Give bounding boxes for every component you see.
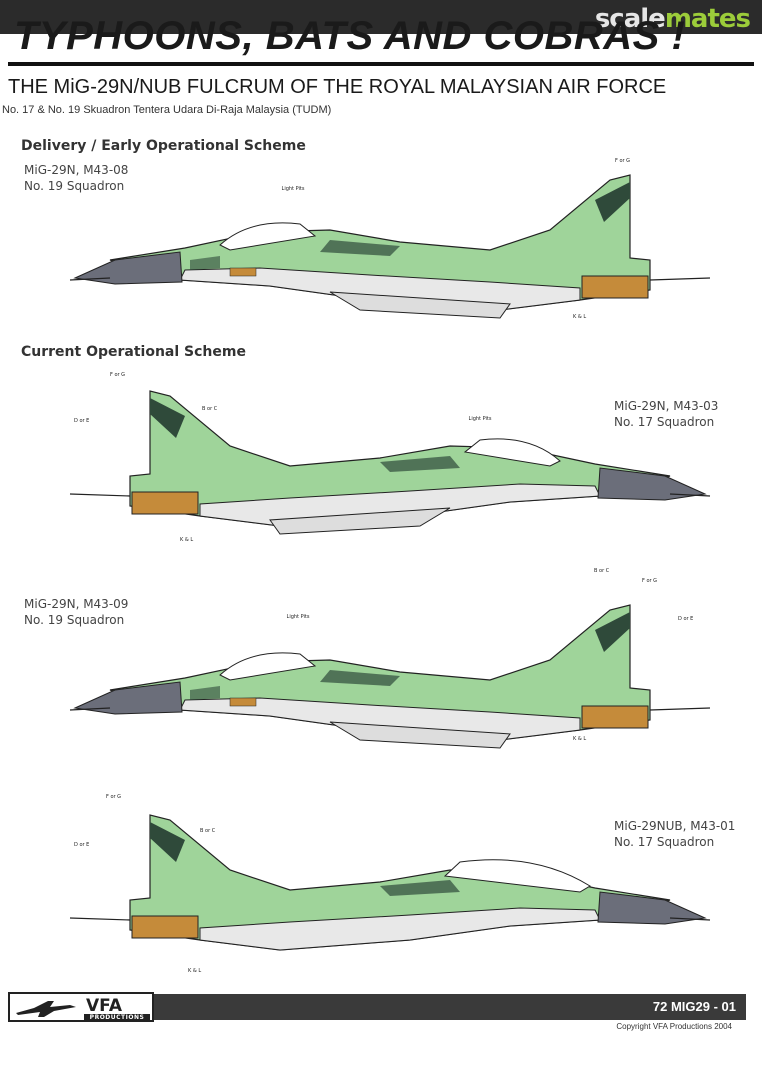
callout-k-l: K & L xyxy=(573,736,586,742)
aircraft-squadron: No. 19 Squadron xyxy=(24,179,125,193)
callout-f-or-g: F or G xyxy=(615,158,630,164)
callout-b-or-c: B or C xyxy=(594,568,610,574)
aircraft-profile-m43-09: Light Pits B or C F or G D or E K & L xyxy=(69,568,711,780)
section-title-early: Delivery / Early Operational Scheme xyxy=(21,138,306,154)
jet-drawing: F or G B or C D or E K & L xyxy=(69,794,711,974)
jet-drawing: Light Pits F or G K & L xyxy=(69,158,711,320)
aircraft-profile-m43-08: Light Pits F or G K & L xyxy=(69,158,711,350)
callout-light-pits: Light Pits xyxy=(287,614,310,620)
main-title: TYPHOONS, BATS AND COBRAS ! xyxy=(14,14,686,58)
callout-f-or-g: F or G xyxy=(106,794,121,800)
callout-d-or-e: D or E xyxy=(74,418,89,424)
squadron-subline: No. 17 & No. 19 Skuadron Tentera Udara D… xyxy=(2,104,332,116)
callout-b-or-c: B or C xyxy=(202,406,218,412)
part-number: 72 MIG29 - 01 xyxy=(652,999,736,1014)
aircraft-label-1: MiG-29N, M43-08 No. 19 Squadron xyxy=(24,162,128,194)
aircraft-label-2: MiG-29N, M43-03 No. 17 Squadron xyxy=(614,398,718,430)
scalemates-watermark[interactable]: scalemates xyxy=(594,4,751,34)
aircraft-model: MiG-29N, M43-09 xyxy=(24,597,129,611)
aircraft-squadron: No. 19 Squadron xyxy=(24,613,125,627)
callout-d-or-e: D or E xyxy=(74,842,89,848)
jet-drawing: Light Pits B or C F or G D or E K & L xyxy=(69,568,711,749)
subtitle: THE MiG-29N/NUB FULCRUM OF THE ROYAL MAL… xyxy=(8,76,667,98)
vfa-logo: VFA PRODUCTIONS xyxy=(8,992,154,1022)
callout-light-pits: Light Pits xyxy=(282,186,305,192)
callout-d-or-e: D or E xyxy=(678,616,693,622)
callout-k-l: K & L xyxy=(573,314,586,320)
title-rule xyxy=(8,62,754,66)
aircraft-label-3: MiG-29N, M43-09 No. 19 Squadron xyxy=(24,596,128,628)
callout-light-pits: Light Pits xyxy=(469,416,492,422)
callout-f-or-g: F or G xyxy=(642,578,657,584)
copyright: Copyright VFA Productions 2004 xyxy=(616,1022,732,1031)
aircraft-model: MiG-29NUB, M43-01 xyxy=(614,819,736,833)
callout-f-or-g: F or G xyxy=(110,372,125,378)
section-title-current: Current Operational Scheme xyxy=(21,344,246,360)
jet-drawing: Light Pits F or G B or C D or E K & L xyxy=(69,372,711,543)
vfa-logo-text: VFA xyxy=(86,996,122,1016)
aircraft-model: MiG-29N, M43-08 xyxy=(24,163,129,177)
aircraft-model: MiG-29N, M43-03 xyxy=(614,399,719,413)
callout-k-l: K & L xyxy=(180,537,193,543)
jet-silhouette-icon xyxy=(16,1001,76,1017)
vfa-logo-subtext: PRODUCTIONS xyxy=(84,1014,150,1021)
aircraft-squadron: No. 17 Squadron xyxy=(614,835,715,849)
aircraft-profile-m43-01: F or G B or C D or E K & L xyxy=(69,794,711,990)
callout-k-l: K & L xyxy=(188,968,201,974)
top-bar xyxy=(0,0,762,34)
aircraft-label-4: MiG-29NUB, M43-01 No. 17 Squadron xyxy=(614,818,735,850)
aircraft-profile-m43-03: Light Pits F or G B or C D or E K & L xyxy=(69,372,711,566)
callout-b-or-c: B or C xyxy=(200,828,216,834)
aircraft-squadron: No. 17 Squadron xyxy=(614,415,715,429)
